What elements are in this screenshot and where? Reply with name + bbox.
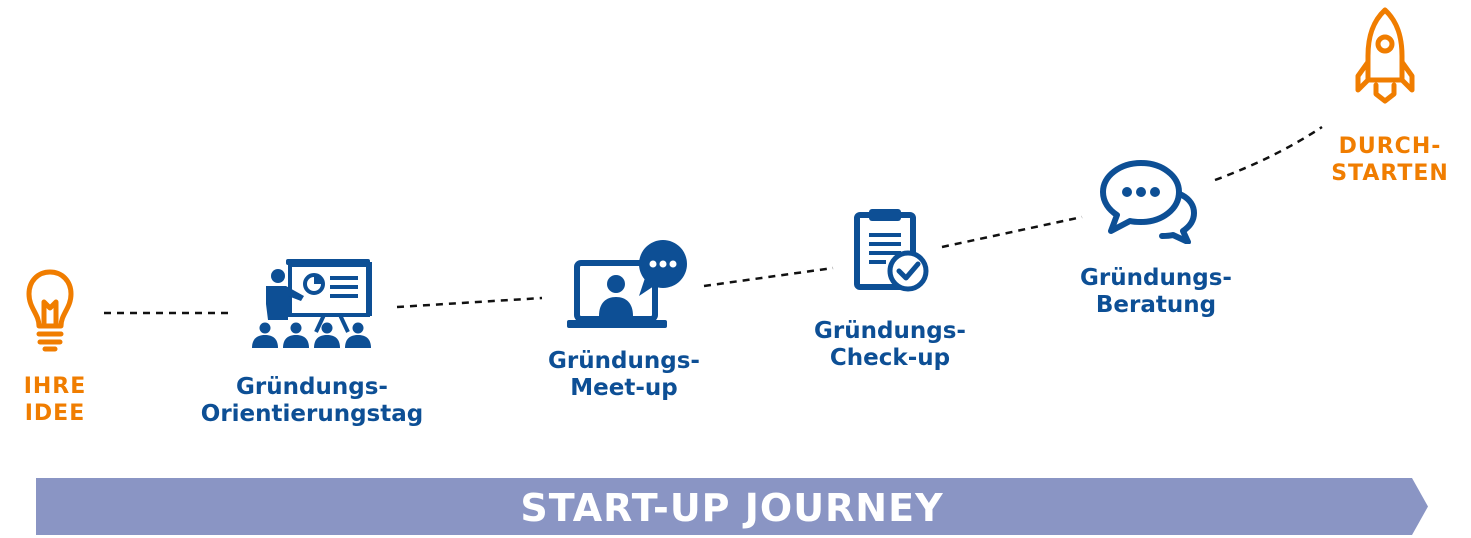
video-call-chat-icon [565,240,690,330]
step-label-durchstarten: DURCH- STARTEN [1331,134,1449,186]
path-segment-2 [396,296,543,309]
speech-bubbles-icon [1098,158,1200,244]
step-label-beratung: Gründungs- Beratung [1080,265,1232,318]
rocket-icon [1354,6,1416,108]
clipboard-check-icon [852,207,930,293]
journey-banner: START-UP JOURNEY [36,478,1428,535]
banner-arrow-shape [36,478,1428,535]
path-segment-3 [703,266,834,288]
path-segment-4 [941,215,1083,249]
step-label-orientierungstag: Gründungs- Orientierungstag [200,374,424,427]
banner-title: START-UP JOURNEY [520,486,944,530]
path-segment-5 [1214,125,1323,182]
lightbulb-icon [25,268,75,354]
step-label-meetup: Gründungs- Meet-up [548,348,700,401]
step-label-idea: IHRE IDEE [23,374,87,426]
presentation-audience-icon [250,258,374,356]
step-label-checkup: Gründungs- Check-up [814,318,966,371]
